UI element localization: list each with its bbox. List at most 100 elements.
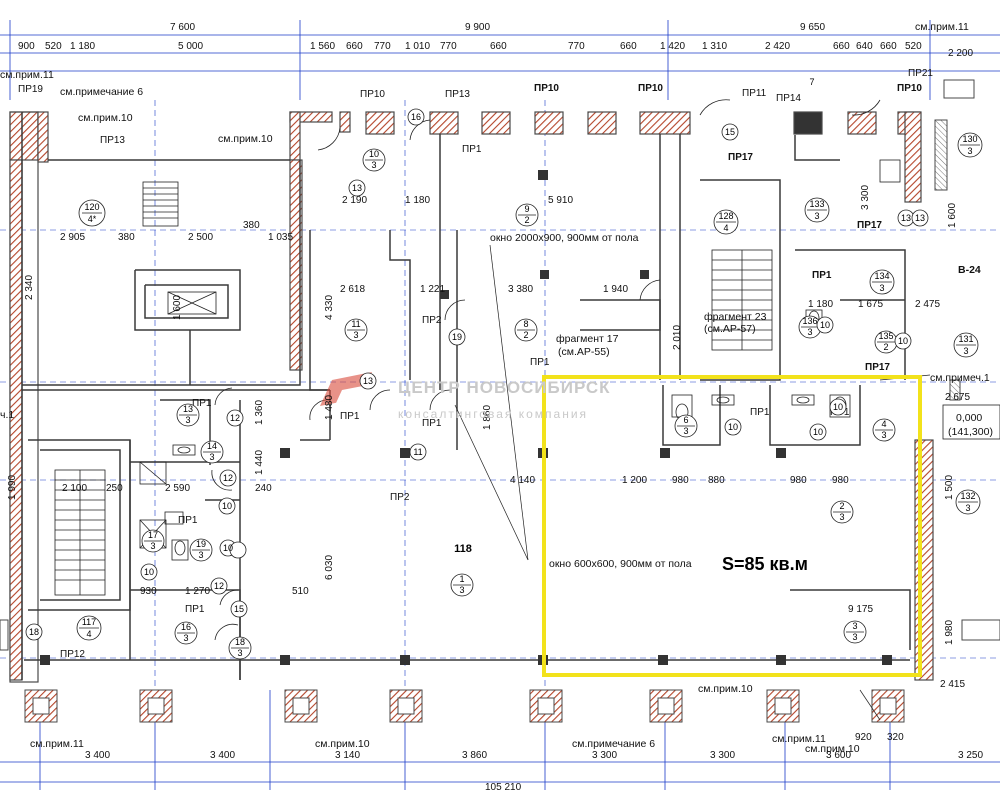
top-dim-r2: 900 (18, 41, 35, 52)
note-bottom-right1: см.прим.10 (698, 683, 753, 695)
room-num: 11 (351, 319, 360, 329)
pr-label: ПР1 (340, 411, 360, 422)
bottom-dim: 3 400 (85, 750, 110, 761)
elevation-mark: 0,000 (141,300) (948, 412, 993, 438)
pr-label: ПР1 (812, 270, 832, 281)
interior-dim: 1 270 (185, 586, 210, 597)
interior-dim: 2 905 (60, 232, 85, 243)
room-sub: 3 (150, 541, 155, 551)
room-num: 16 (181, 622, 191, 632)
interior-dim: 2 190 (342, 195, 367, 206)
interior-dim: 2 010 (672, 325, 683, 350)
pr-label: ПР17 (857, 220, 882, 231)
watermark-subtitle: консалтинговая компания (398, 407, 588, 421)
pr-label: ПР10 (360, 89, 385, 100)
room-num: 9 (524, 204, 529, 214)
top-dim-r2: 1 310 (702, 41, 727, 52)
room-num: 2 (839, 501, 844, 511)
room-sub: 3 (852, 632, 857, 642)
top-dim-r2: 520 (905, 41, 922, 52)
room-sub: 3 (198, 550, 203, 560)
top-dim-r2: 660 (833, 41, 850, 52)
top-dim-3: 9 650 (800, 22, 825, 33)
top-dim-r2: 770 (568, 41, 585, 52)
interior-dim: 4 330 (324, 295, 335, 320)
callout-marker-numbers: 16 15 7 13 13 13 19 12 12 10 10 11 10 10… (29, 77, 925, 637)
room-num: 120 (84, 202, 99, 212)
interior-dim: 2 415 (940, 679, 965, 690)
interior-dim: 1 500 (944, 475, 955, 500)
room-sub: 3 (879, 283, 884, 293)
interior-dim: 980 (790, 475, 807, 486)
room-num: 135 (878, 331, 893, 341)
pr-label: ПР19 (18, 84, 43, 95)
pr-label: ПР1 (462, 144, 482, 155)
pr-label: ПР21 (908, 68, 933, 79)
interior-dim: 1 860 (482, 405, 493, 430)
note-bottom-left: см.прим.11 (30, 738, 84, 750)
room-num: 134 (874, 271, 889, 281)
marker-num: 10 (820, 320, 830, 330)
marker-num: 15 (234, 604, 244, 614)
marker-num: 10 (222, 501, 232, 511)
marker-num: 18 (29, 627, 39, 637)
pr-label: ПР11 (742, 88, 767, 99)
top-dim-r2: 660 (346, 41, 363, 52)
elevation-box (942, 404, 1000, 440)
marker-num: 12 (214, 581, 224, 591)
room-num: 14 (207, 441, 217, 451)
top-dim-r2: 770 (374, 41, 391, 52)
room-sub: 3 (965, 503, 970, 513)
room-num: 132 (960, 491, 975, 501)
top-dim-r2: 2 420 (765, 41, 790, 52)
marker-num: 12 (223, 473, 233, 483)
note-prim10-b: см.прим.10 (218, 133, 273, 145)
marker-num: 19 (452, 332, 462, 342)
marker-num: 10 (833, 402, 843, 412)
interior-dim: 6 030 (324, 555, 335, 580)
interior-dim: 320 (887, 732, 904, 743)
room-num: 6 (683, 415, 688, 425)
columns (40, 170, 892, 665)
note-bottom-prim10: см.прим.10 (315, 738, 370, 750)
watermark-logo (320, 372, 372, 406)
room-sub: 3 (185, 415, 190, 425)
note-top-left: см.прим.11 (0, 69, 54, 81)
top-dim-r2: 660 (620, 41, 637, 52)
pr-label: ПР1 (530, 357, 550, 368)
marker-num: 11 (413, 447, 422, 457)
top-dim-r2: 1 560 (310, 41, 335, 52)
room-sub: 2 (523, 330, 528, 340)
axis-label: В-24 (958, 264, 981, 276)
interior-dim: 1 600 (172, 295, 183, 320)
pr-label: ПР2 (390, 492, 410, 503)
room-sub: 3 (881, 430, 886, 440)
room-num: 130 (962, 134, 977, 144)
top-dim-r2: 660 (880, 41, 897, 52)
facade-columns (24, 689, 905, 723)
pr-label: ПР1 (750, 407, 770, 418)
interior-dim: 2 475 (915, 299, 940, 310)
interior-dim: 980 (832, 475, 849, 486)
marker-num: 13 (363, 376, 373, 386)
interior-dim: 2 590 (165, 483, 190, 494)
interior-dim: 2 500 (188, 232, 213, 243)
stairs (54, 181, 773, 596)
dimension-texts: 7 600 9 900 9 650 900 520 1 180 5 000 1 … (7, 22, 983, 793)
note-bottom-right3: см.прим.10 (805, 743, 860, 755)
marker-num: 10 (223, 543, 233, 553)
bottom-dim: 3 300 (592, 750, 617, 761)
window-note-2: окно 600х600, 900мм от пола (549, 558, 692, 570)
room-sub: 3 (967, 146, 972, 156)
interior-dim: 2 618 (340, 284, 365, 295)
interior-dim: 1 675 (858, 299, 883, 310)
interior-dim: 920 (855, 732, 872, 743)
marker-num: 13 (915, 213, 925, 223)
total-dim: 105 210 (485, 782, 522, 793)
room-num: 8 (523, 319, 528, 329)
top-dim-2: 9 900 (465, 22, 490, 33)
room-num: 4 (881, 419, 886, 429)
top-dim-r2: 1 180 (70, 41, 95, 52)
